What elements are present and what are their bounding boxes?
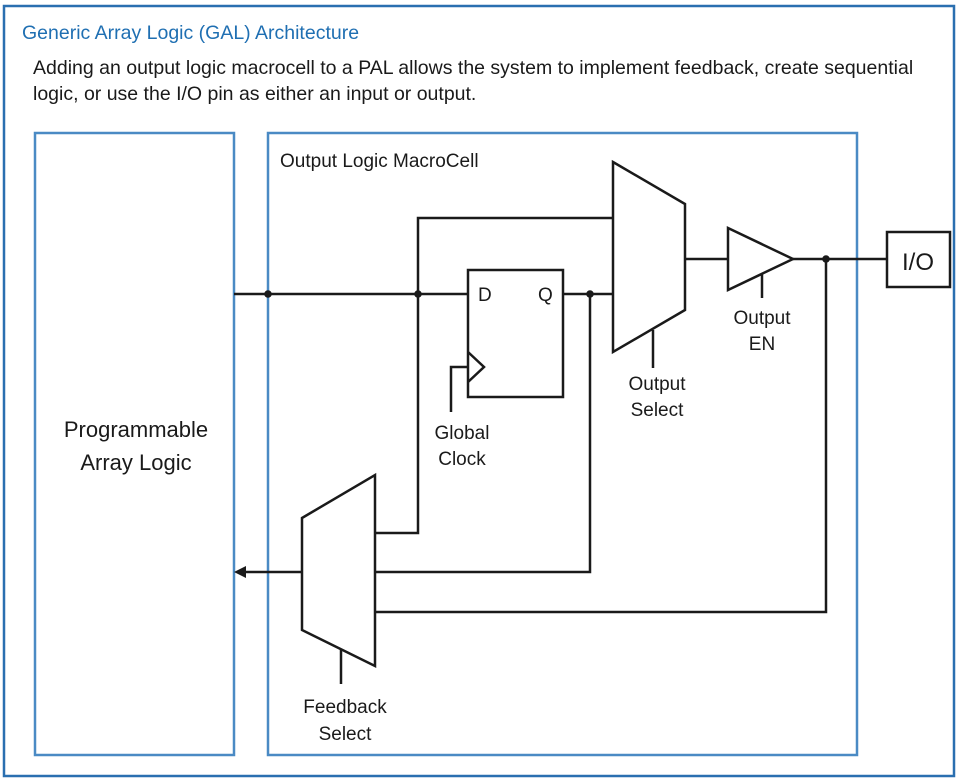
d-flip-flop <box>466 268 565 399</box>
pal-block <box>33 131 236 757</box>
global-clock-line2: Clock <box>438 449 486 470</box>
feedback-arrow-icon <box>234 566 246 578</box>
feedback-select-mux <box>300 472 377 669</box>
pal-label-line2: Array Logic <box>80 450 191 475</box>
clock-wire <box>449 365 468 412</box>
feedback-wire-pal <box>375 294 420 535</box>
comb-path-wire <box>416 216 613 294</box>
output-select-mux <box>611 159 687 355</box>
ff-q-label: Q <box>538 285 553 306</box>
olmc-label: Output Logic MacroCell <box>280 151 479 172</box>
output-select-line1: Output <box>628 374 686 395</box>
global-clock-line1: Global <box>435 423 490 444</box>
pal-label-line1: Programmable <box>64 417 208 442</box>
junction-dot <box>264 290 272 298</box>
junction-dot <box>822 255 830 263</box>
io-pin-box <box>885 230 952 289</box>
output-en-line2: EN <box>749 334 775 355</box>
output-buffer <box>726 226 796 292</box>
clock-input-triangle <box>467 351 486 383</box>
junction-dot <box>586 290 594 298</box>
junction-dot <box>414 290 422 298</box>
output-en-line1: Output <box>733 308 791 329</box>
io-pin-label: I/O <box>902 249 934 276</box>
slide-frame <box>2 4 956 778</box>
junction-dots <box>264 255 830 298</box>
output-select-line2: Select <box>631 400 685 421</box>
wires <box>234 216 887 684</box>
feedback-select-line2: Select <box>319 724 373 745</box>
feedback-select-line1: Feedback <box>303 697 387 718</box>
feedback-wire-q <box>375 294 592 574</box>
slide-description: Adding an output logic macrocell to a PA… <box>33 57 914 105</box>
slide-title: Generic Array Logic (GAL) Architecture <box>22 22 360 44</box>
feedback-wire-io <box>375 259 828 614</box>
ff-d-label: D <box>478 285 492 306</box>
olmc-block <box>266 131 859 757</box>
